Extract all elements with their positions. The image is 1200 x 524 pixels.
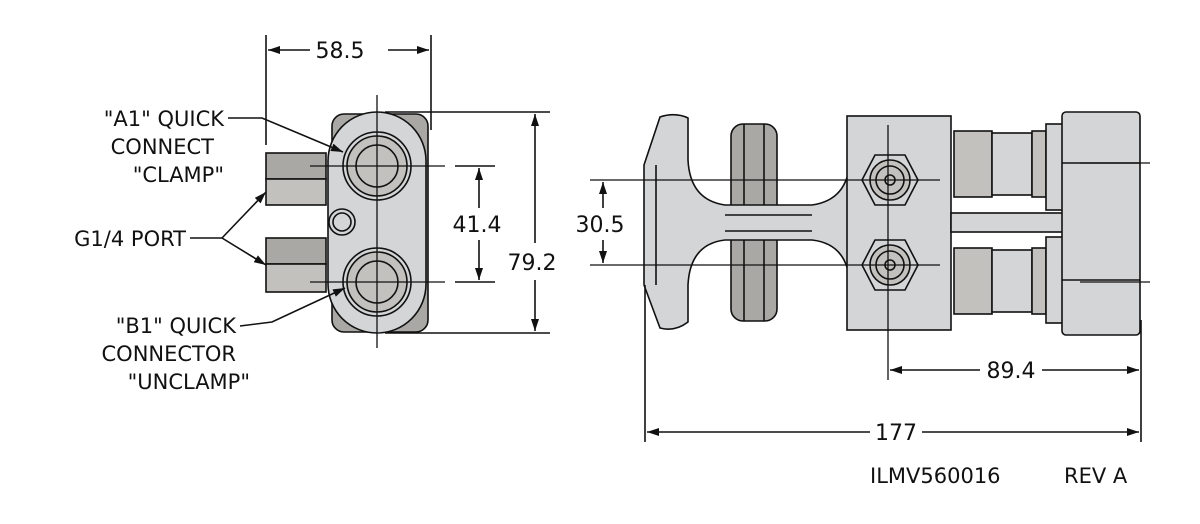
label-b1-line3: "UNCLAMP": [128, 370, 250, 394]
dimension-block-length: 89.4: [987, 359, 1036, 384]
label-a1-line3: "CLAMP": [133, 163, 224, 187]
end-plate: [1061, 111, 1141, 336]
label-a1-line1: "A1" QUICK: [104, 107, 225, 131]
dimension-width-left: 58.5: [316, 39, 365, 64]
dimension-lines-left: [190, 35, 550, 334]
clamp-block: [846, 115, 952, 331]
side-view: [590, 111, 1150, 380]
dimension-overall-length: 177: [875, 421, 917, 446]
port-fitting-bottom: [265, 237, 327, 265]
label-b1-line1: "B1" QUICK: [116, 314, 238, 338]
fitting-top: [953, 123, 1065, 211]
label-a1-line2: CONNECT: [111, 135, 215, 159]
dimension-port-spacing: 41.4: [453, 213, 502, 238]
revision: REV A: [1064, 464, 1128, 488]
dimension-spacing-right: 30.5: [576, 213, 625, 238]
rod: [950, 212, 1064, 233]
dimension-lines-right: [599, 182, 1142, 442]
label-b1-line2: CONNECTOR: [102, 342, 237, 366]
fitting-bottom: [953, 236, 1065, 324]
label-port: G1/4 PORT: [74, 227, 186, 251]
dimension-height-left: 79.2: [508, 251, 557, 276]
end-view: [265, 95, 445, 348]
part-number: ILMV560016: [870, 464, 1001, 488]
